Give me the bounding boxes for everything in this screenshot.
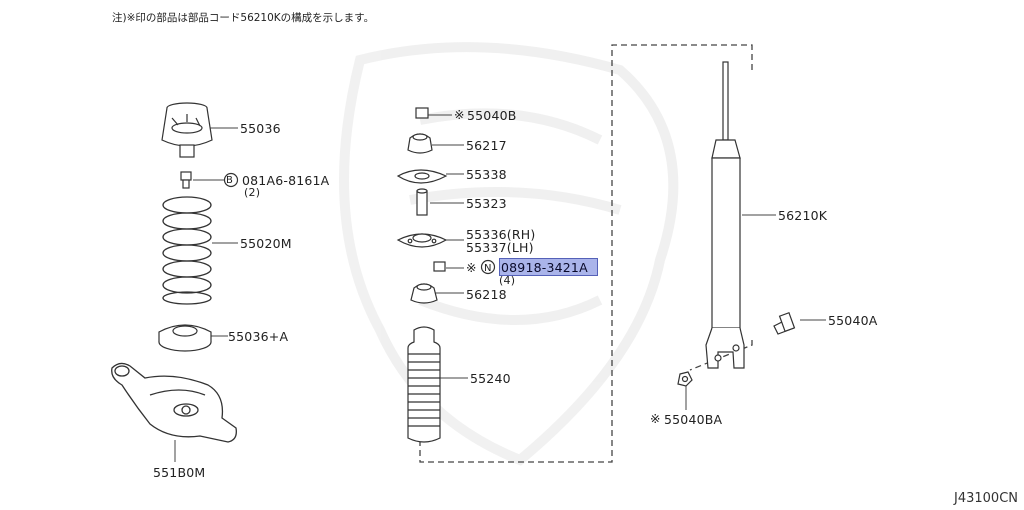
label-551b0m[interactable]: 551B0M [153, 465, 206, 480]
label-56218[interactable]: 56218 [466, 287, 507, 302]
leader-lines [174, 114, 826, 462]
label-55040ba[interactable]: 55040BA [664, 412, 723, 427]
label-56210k[interactable]: 56210K [778, 208, 828, 223]
label-08918-3421a[interactable]: 08918-3421A [501, 260, 588, 275]
label-55338[interactable]: 55338 [466, 167, 507, 182]
asterisk-mark: ※ [650, 411, 661, 426]
label-55040b[interactable]: 55040B [467, 108, 517, 123]
dust-cover-part [407, 326, 441, 443]
label-bolt-b[interactable]: 081A6-8161A [242, 173, 330, 188]
label-55336-rh[interactable]: 55336(RH) [466, 227, 536, 242]
diagram-code: J43100CN [954, 491, 1018, 506]
n-circle-mark: N [484, 263, 492, 274]
label-bolt-b-qty: (2) [244, 186, 261, 199]
coil-spring-part [162, 196, 212, 305]
nut-lower-part [677, 371, 693, 387]
label-55240[interactable]: 55240 [470, 371, 511, 386]
label-55020m[interactable]: 55020M [240, 236, 292, 251]
watermark-logo [339, 42, 679, 466]
label-55337-lh[interactable]: 55337(LH) [466, 240, 534, 255]
assembly-boundary [419, 44, 753, 463]
bushing-upper-part [407, 133, 433, 154]
highlight-box [499, 258, 598, 276]
lower-link-part [111, 362, 237, 443]
nut-n-part [433, 259, 496, 275]
label-55040a[interactable]: 55040A [828, 313, 878, 328]
label-55323[interactable]: 55323 [466, 196, 507, 211]
label-56217[interactable]: 56217 [466, 138, 507, 153]
spring-seat-upper-part [161, 102, 213, 158]
spring-seat-lower-part [158, 324, 212, 352]
mount-part [396, 233, 448, 248]
label-55036[interactable]: 55036 [240, 121, 281, 136]
label-nut-n-qty: (4) [499, 274, 516, 287]
mount-plate-part [396, 169, 448, 184]
bolt-b-part [180, 171, 239, 189]
label-55036a[interactable]: 55036+A [228, 329, 289, 344]
asterisk-mark: ※ [454, 107, 465, 122]
diagram-note: 注)※印の部品は部品コード56210Kの構成を示します。 [112, 12, 375, 24]
shock-absorber-part [705, 61, 745, 369]
bushing-lower-part [410, 283, 438, 304]
bolt-lower-part [773, 312, 796, 335]
b-circle-mark: B [226, 175, 234, 186]
sleeve-part [416, 188, 428, 216]
asterisk-mark: ※ [466, 260, 477, 275]
nut-top-part [415, 107, 429, 119]
